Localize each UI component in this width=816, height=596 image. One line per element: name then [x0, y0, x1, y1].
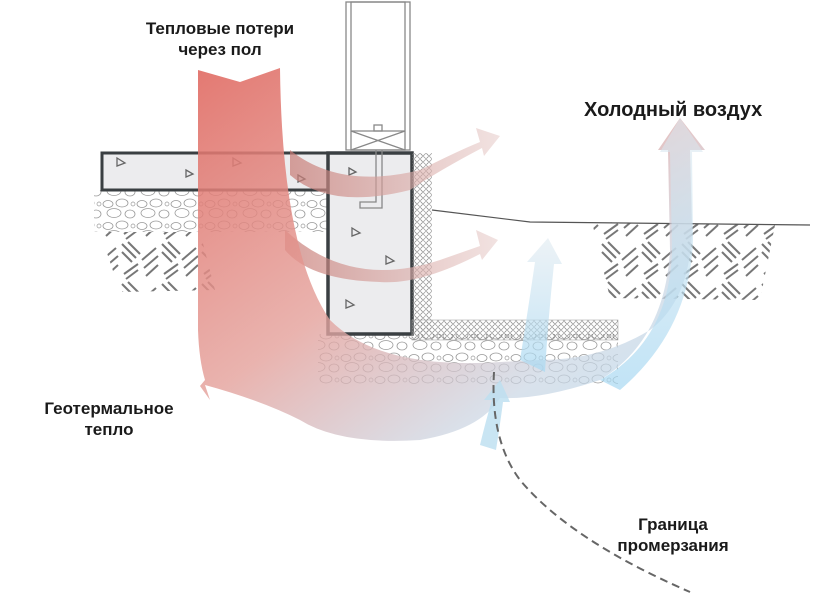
geothermal-heat-label: Геотермальное тепло	[24, 398, 194, 440]
frost-boundary-label: Граница промерзания	[598, 514, 748, 556]
cold-air-label: Холодный воздух	[584, 99, 763, 121]
heat-flow-arrow	[198, 68, 705, 441]
horizontal-insulation	[411, 319, 619, 341]
vertical-insulation	[412, 153, 432, 334]
ground-line	[431, 209, 811, 226]
frost-boundary-line	[492, 371, 691, 593]
label-line: через пол	[178, 40, 262, 59]
heat-loss-arcs	[285, 128, 500, 283]
label-line: Геотермальное	[44, 399, 174, 418]
label-line: промерзания	[617, 536, 729, 555]
floor-heat-loss-label: Тепловые потери через пол	[140, 18, 300, 60]
label-line: тепло	[84, 420, 134, 439]
label-line: Граница	[638, 515, 708, 534]
cold-air-main-arrow	[600, 118, 703, 390]
label-line: Тепловые потери	[145, 19, 295, 38]
cold-air-arrow	[520, 238, 562, 372]
